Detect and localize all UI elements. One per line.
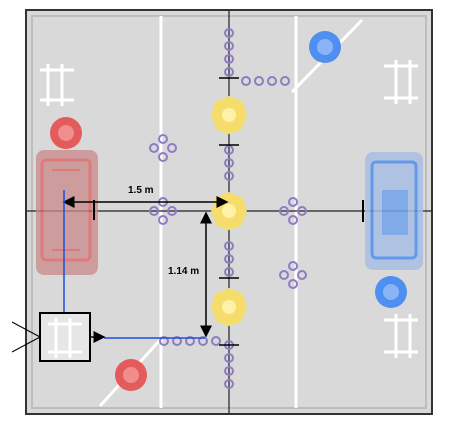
purple-rings-vertical (224, 28, 234, 389)
right-robot-blue (365, 152, 423, 270)
yellow-goal-top (211, 96, 247, 134)
camera-view-lines (11, 321, 41, 353)
left-top-bracket (40, 64, 74, 106)
dimension-label-horizontal: 1.5 m (128, 185, 154, 196)
robot-start-bracket (48, 318, 82, 358)
purple-ring-cross-left-top (149, 134, 177, 162)
purple-ring-cross-right-center (279, 197, 307, 225)
center-ticks (219, 77, 239, 346)
right-bottom-bracket (384, 314, 418, 358)
yellow-goal-center (211, 192, 247, 230)
left-robot-red (36, 150, 98, 275)
robot-start-box (39, 312, 91, 362)
right-top-bracket (384, 60, 418, 104)
dimension-label-vertical: 1.14 m (168, 266, 200, 277)
purple-rings-top-row (241, 76, 290, 86)
yellow-goal-bottom (211, 288, 247, 326)
purple-ring-cross-right-bottom (279, 261, 307, 289)
